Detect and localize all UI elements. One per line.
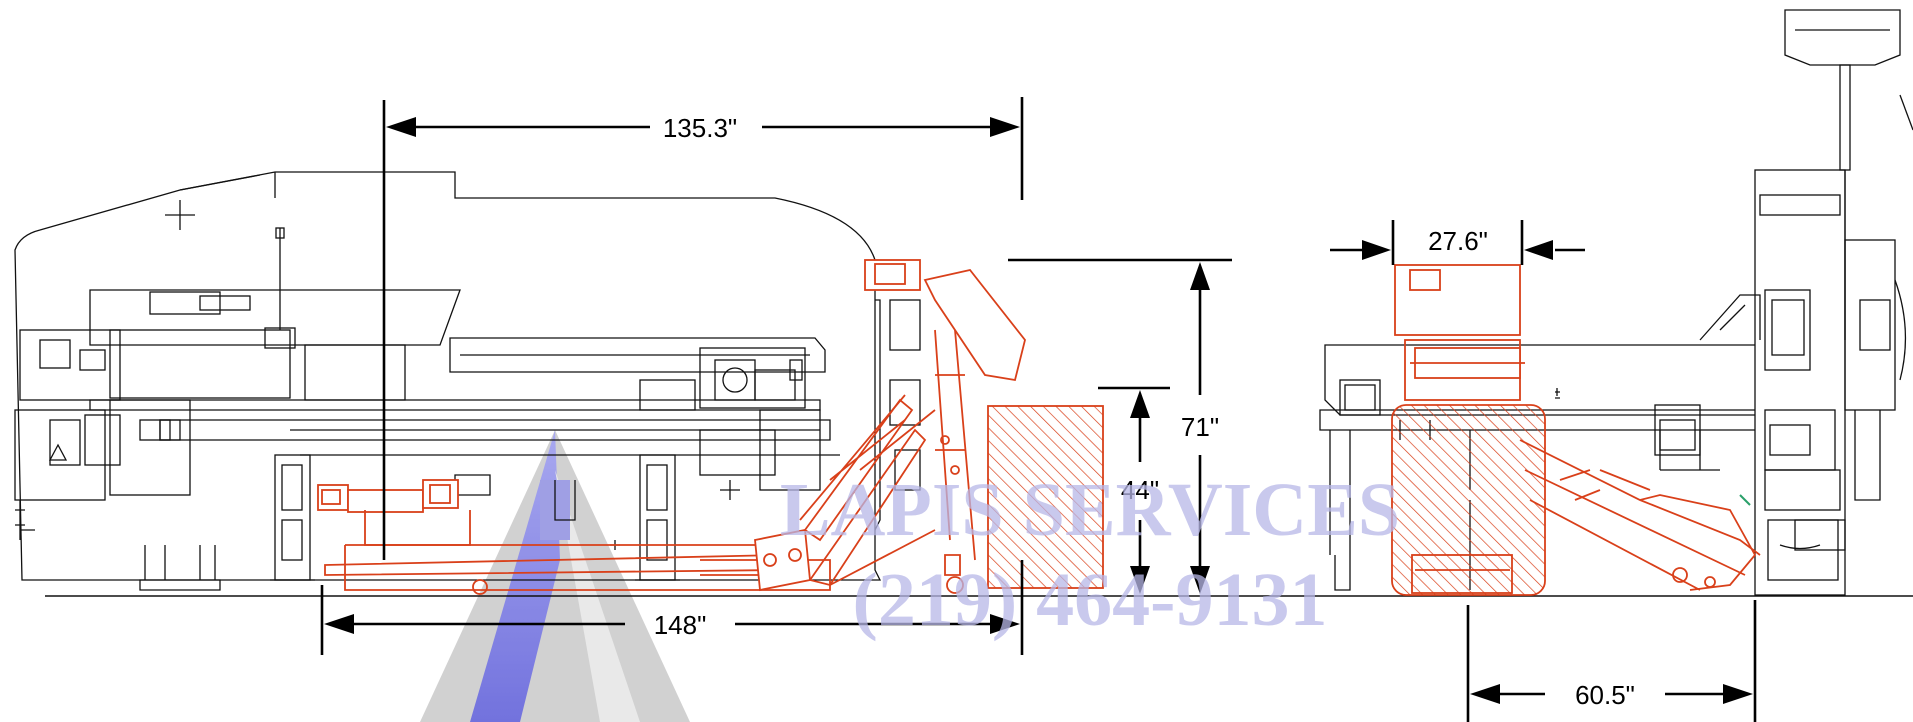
watermark-logo <box>420 430 690 722</box>
conveyor-side-view <box>317 259 1104 595</box>
conveyor-end-view <box>1391 264 1761 596</box>
dimensions <box>320 97 1757 722</box>
dimension-label-bottom-length: 148" <box>654 610 707 640</box>
dimension-label-right-width: 27.6" <box>1428 226 1488 256</box>
dimension-label-right-length: 60.5" <box>1575 680 1635 710</box>
dimension-label-top-length: 135.3" <box>663 113 737 143</box>
machine-side-view <box>14 171 921 591</box>
machine-end-view <box>1319 9 1913 596</box>
watermark-phone-number: (219) 464-9131 <box>853 558 1328 642</box>
dimension-label-height-71: 71" <box>1181 412 1219 442</box>
dimension-label-height-44: 44" <box>1121 475 1159 505</box>
watermark-company-name: LAPIS SERVICES <box>780 468 1400 552</box>
